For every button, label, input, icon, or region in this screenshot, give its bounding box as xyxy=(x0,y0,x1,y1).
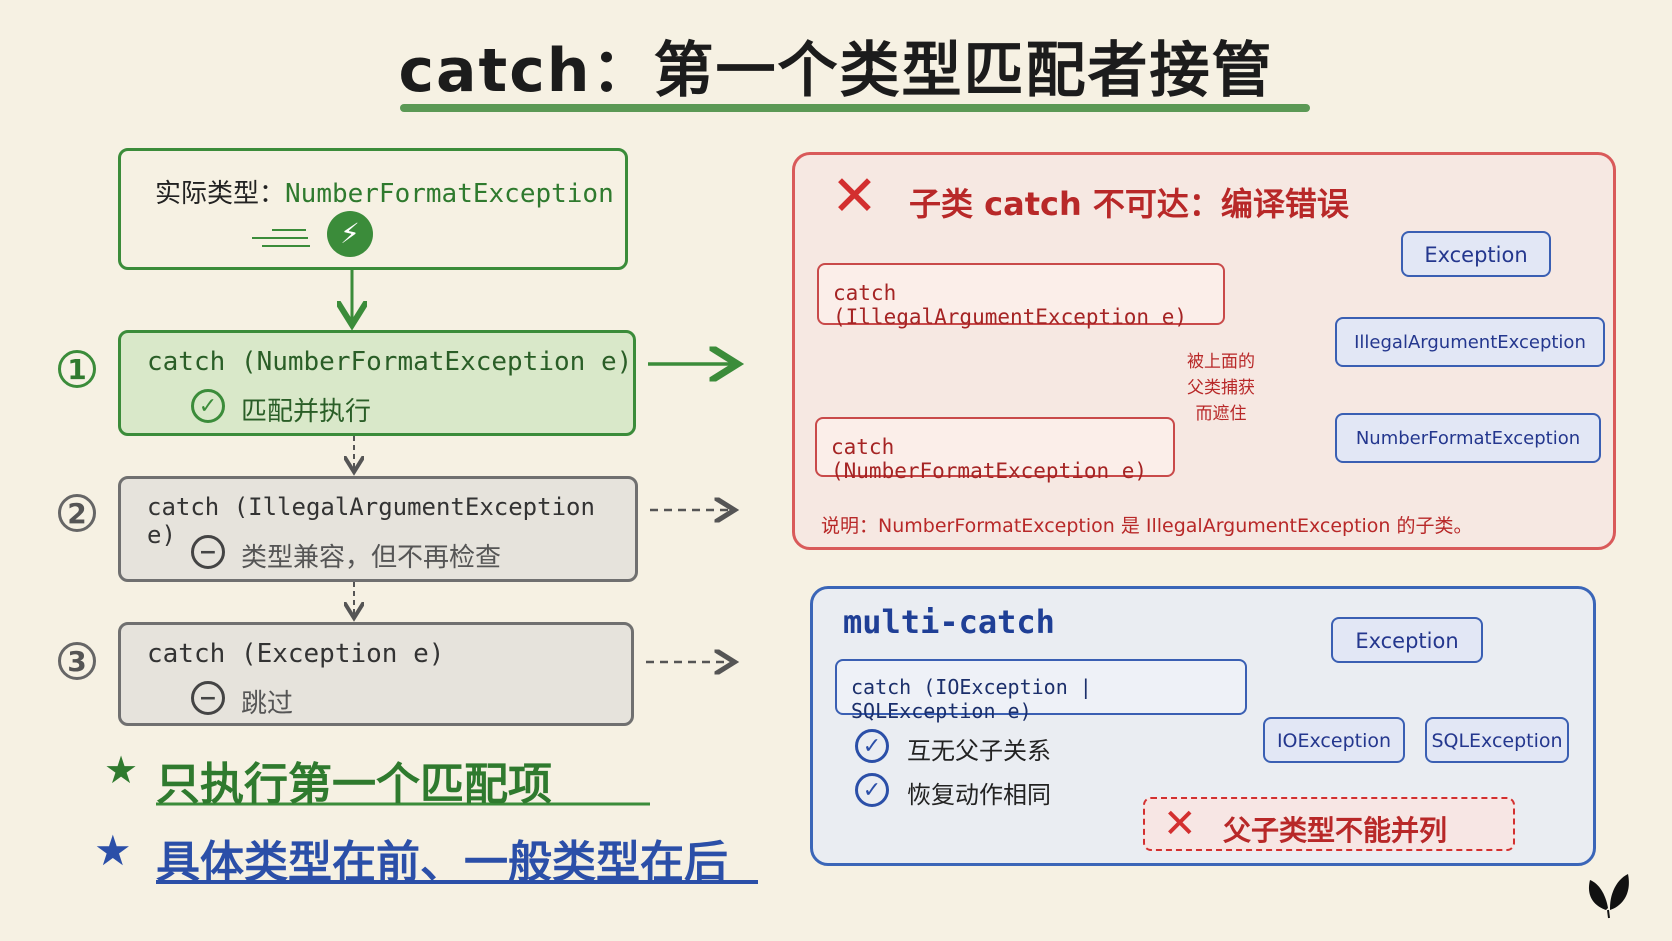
shadow-note-line1: 被上面的 xyxy=(1187,352,1255,372)
tree-sqlexception-box: SQLException xyxy=(1425,717,1569,763)
catch-nfe-code: catch (NumberFormatException e) xyxy=(831,435,1148,483)
parent-child-warning-box: ✕ 父子类型不能并列 xyxy=(1143,797,1515,851)
note-specific-first: 具体类型在前、一般类型在后 xyxy=(156,837,728,888)
step-number-3: 3 xyxy=(58,642,96,680)
shadow-note-line3: 而遮住 xyxy=(1195,404,1247,424)
hier-exception-label: Exception xyxy=(1424,243,1528,267)
catch-step-1-status: 匹配并执行 xyxy=(241,397,372,427)
shadow-note-line2: 父类捕获 xyxy=(1187,378,1255,398)
lightning-icon: ⚡ xyxy=(327,211,373,257)
tree-ioexception-box: IOException xyxy=(1263,717,1405,763)
catch-iae-box: catch (IllegalArgumentException e) xyxy=(817,263,1225,329)
cross-icon: ✕ xyxy=(1163,801,1197,847)
catch-nfe-box: catch (NumberFormatException e) xyxy=(815,417,1175,483)
catch-step-3-status: 跳过 xyxy=(241,689,294,719)
unreachable-catch-panel: ✕ 子类 catch 不可达：编译错误 catch (IllegalArgume… xyxy=(792,152,1616,550)
multi-catch-code-box: catch (IOException | SQLException e) xyxy=(835,659,1247,723)
cross-icon: ✕ xyxy=(831,164,878,229)
red-panel-heading: 子类 catch 不可达：编译错误 xyxy=(909,185,1349,223)
tree-exception-box: Exception xyxy=(1331,617,1483,663)
catch-step-2: catch (IllegalArgumentException e) − 类型兼… xyxy=(118,476,638,582)
minus-circle-icon: − xyxy=(191,681,225,715)
multi-catch-heading: multi-catch xyxy=(843,603,1055,641)
actual-type-label: 实际类型： xyxy=(155,179,286,209)
page-title: catch：第一个类型匹配者接管 xyxy=(398,36,1274,106)
title-underline xyxy=(400,104,1310,112)
step-number-2: 2 xyxy=(58,494,96,532)
step-number-1: 1 xyxy=(58,350,96,388)
catch-step-1: catch (NumberFormatException e) ✓ 匹配并执行 xyxy=(118,330,636,436)
tree-ioexception-label: IOException xyxy=(1276,730,1392,752)
hier-exception-box: Exception xyxy=(1401,231,1551,277)
actual-type-box: 实际类型：NumberFormatException ⚡ xyxy=(118,148,628,270)
actual-type-value: NumberFormatException xyxy=(285,179,614,209)
tree-exception-label: Exception xyxy=(1355,629,1459,653)
catch-step-3-code: catch (Exception e) xyxy=(147,639,445,669)
catch-step-1-code: catch (NumberFormatException e) xyxy=(147,347,633,377)
note-first-match: 只执行第一个匹配项 xyxy=(156,759,552,810)
catch-step-2-status: 类型兼容，但不再检查 xyxy=(241,543,502,573)
hier-nfe-box: NumberFormatException xyxy=(1335,413,1601,463)
shadow-note: 被上面的 父类捕获 而遮住 xyxy=(1171,349,1271,427)
catch-iae-code: catch (IllegalArgumentException e) xyxy=(833,281,1188,329)
red-panel-explanation: 说明：NumberFormatException 是 IllegalArgume… xyxy=(821,515,1473,537)
multi-catch-code: catch (IOException | SQLException e) xyxy=(851,675,1092,723)
catch-step-3: catch (Exception e) − 跳过 xyxy=(118,622,634,726)
minus-circle-icon: − xyxy=(191,535,225,569)
hier-iae-box: IllegalArgumentException xyxy=(1335,317,1605,367)
star-blue-icon: ★ xyxy=(94,826,132,875)
multi-catch-check-1: 互无父子关系 xyxy=(907,737,1051,765)
catch-step-2-code: catch (IllegalArgumentException e) xyxy=(147,493,595,549)
check-circle-icon: ✓ xyxy=(855,729,889,763)
check-circle-icon: ✓ xyxy=(855,773,889,807)
hier-nfe-label: NumberFormatException xyxy=(1355,428,1581,449)
butterfly-logo-icon xyxy=(1580,866,1636,922)
star-green-icon: ★ xyxy=(104,748,139,792)
check-circle-icon: ✓ xyxy=(191,389,225,423)
hier-iae-label: IllegalArgumentException xyxy=(1354,332,1586,353)
multi-catch-panel: multi-catch catch (IOException | SQLExce… xyxy=(810,586,1596,866)
multi-catch-check-2: 恢复动作相同 xyxy=(907,781,1051,809)
tree-sqlexception-label: SQLException xyxy=(1431,730,1563,752)
parent-child-warning: 父子类型不能并列 xyxy=(1223,814,1448,847)
